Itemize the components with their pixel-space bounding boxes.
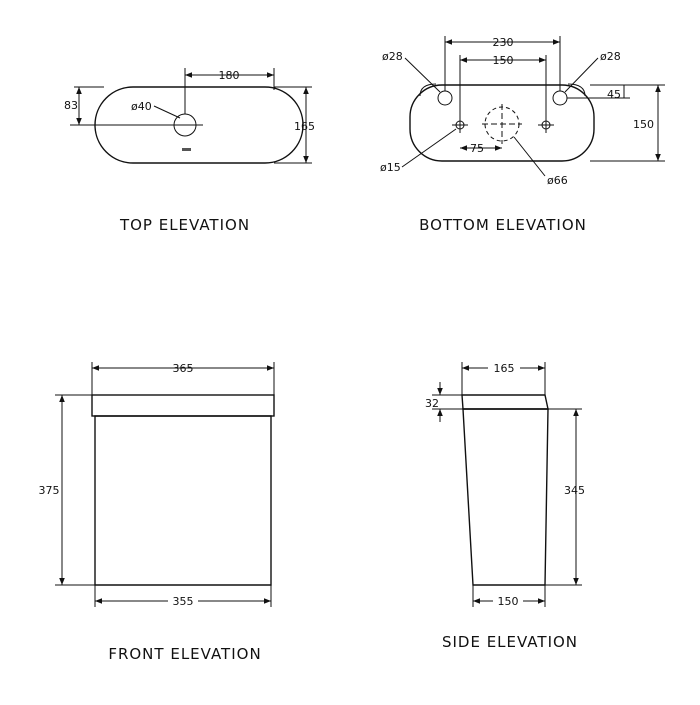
bottom-dim-center-offset: 75 [470, 142, 484, 155]
top-dim-width: 165 [294, 120, 315, 133]
front-body [94, 415, 272, 586]
front-dim-height: 375 [39, 484, 60, 497]
top-dim-length: 180 [219, 69, 240, 82]
side-elevation-view: 165 32 345 150 SIDE ELEVATION [425, 361, 585, 651]
top-hole-leader [153, 105, 181, 119]
bottom-66-leader [513, 136, 546, 177]
side-dim-body-height: 345 [564, 484, 585, 497]
top-dim-hole: ø40 [131, 100, 152, 113]
side-elevation-caption: SIDE ELEVATION [442, 633, 578, 651]
front-dim-bottom-width: 355 [173, 595, 194, 608]
bottom-dim-depth: 150 [633, 118, 654, 131]
bottom-dim-inner-spacing: 150 [493, 54, 514, 67]
front-355-label-bg [168, 594, 198, 607]
bottom-dim-hole-right: ø28 [600, 50, 621, 63]
bottom-28-leader-left [404, 57, 441, 93]
bottom-15-leader [401, 128, 457, 168]
side-lid [461, 394, 549, 410]
front-dim-top-width: 365 [173, 362, 194, 375]
side-dim-bottom-depth: 150 [498, 595, 519, 608]
bottom-dim-offset: 45 [607, 88, 621, 101]
bottom-dim-hole-left: ø28 [382, 50, 403, 63]
side-body [462, 408, 549, 586]
top-dim-width-half: 83 [64, 99, 78, 112]
top-elevation-caption: TOP ELEVATION [119, 216, 250, 234]
side-150-label-bg [493, 594, 523, 607]
top-logo-mark [182, 148, 191, 151]
bottom-elevation-caption: BOTTOM ELEVATION [419, 216, 587, 234]
front-elevation-view: 365 375 355 FRONT ELEVATION [39, 362, 275, 663]
bottom-hole-right-28 [552, 90, 568, 106]
bottom-dim-outlet: ø66 [547, 174, 568, 187]
bottom-dim-outer-spacing: 230 [493, 36, 514, 49]
bottom-hole-left-28 [437, 90, 453, 106]
bottom-28-leader-right [564, 57, 599, 93]
side-dim-lid-height: 32 [425, 397, 439, 410]
side-165-label-bg [488, 361, 520, 374]
top-elevation-view: 180 83 165 ø40 TOP ELEVATION [64, 68, 315, 234]
bottom-elevation-view: 230 150 ø28 ø28 45 150 75 ø15 ø66 BOTTOM… [380, 36, 665, 234]
bottom-inner-edge-right [567, 83, 586, 97]
side-dim-top-depth: 165 [494, 362, 515, 375]
front-lid [91, 394, 275, 417]
front-elevation-caption: FRONT ELEVATION [108, 645, 261, 663]
bottom-inner-edge-left [419, 83, 437, 97]
bottom-dim-small-hole: ø15 [380, 161, 401, 174]
bottom-view-outline [409, 84, 595, 162]
